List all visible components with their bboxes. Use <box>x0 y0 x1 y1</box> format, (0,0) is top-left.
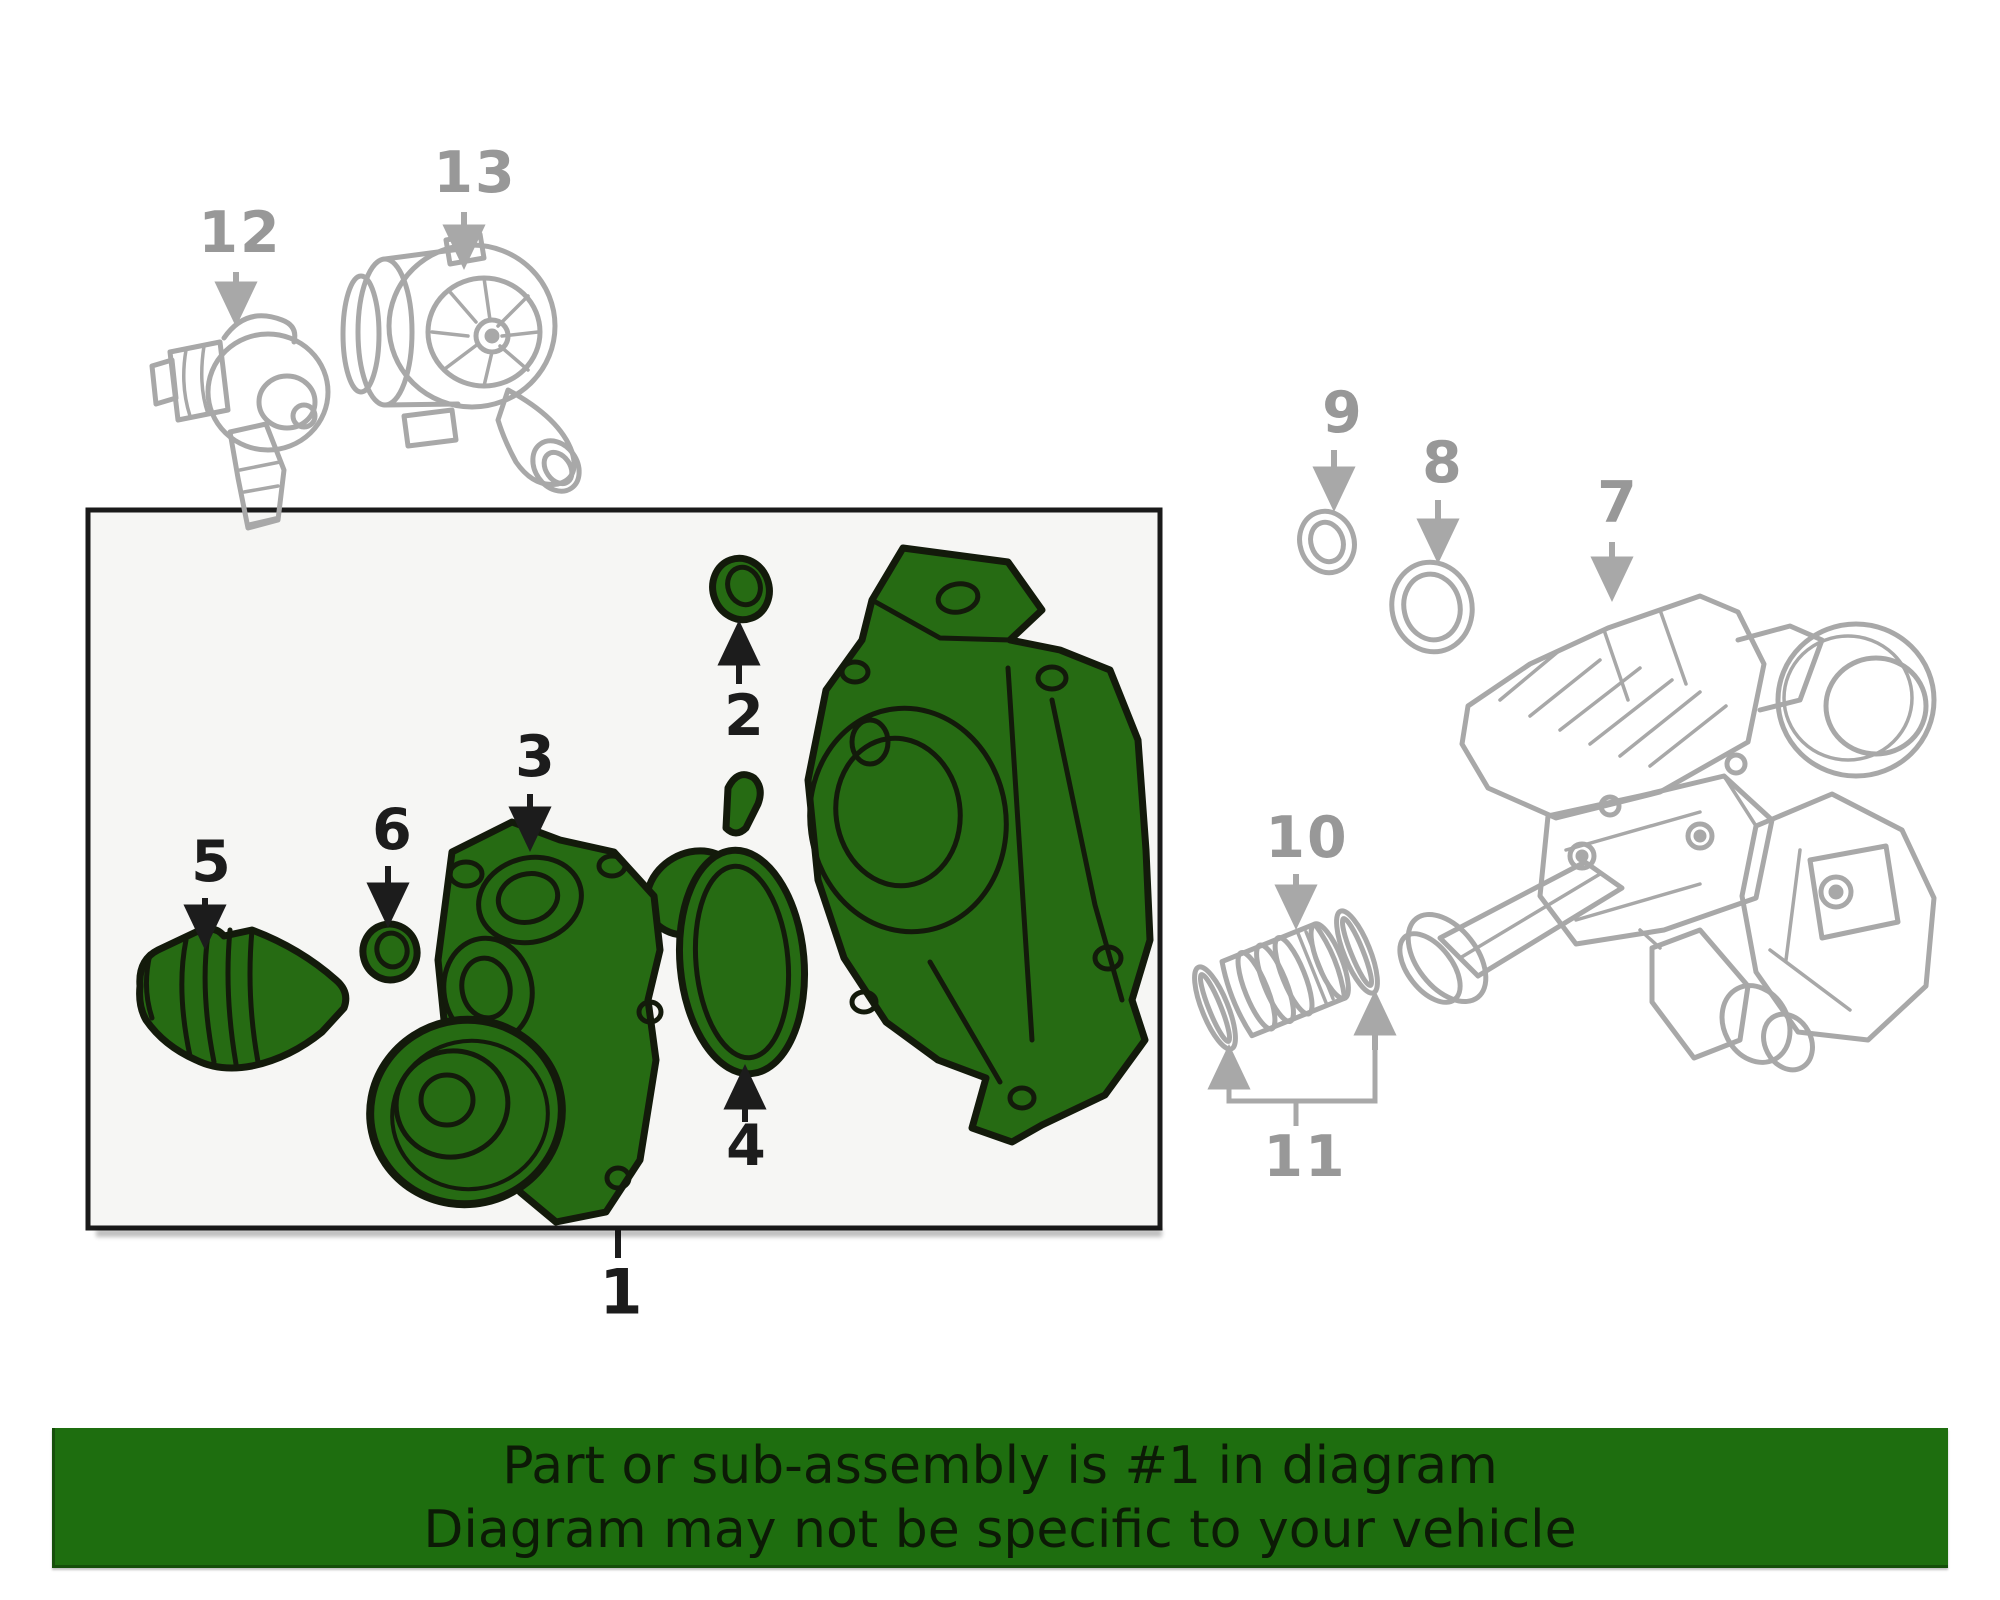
callout-4-label: 4 <box>726 1113 768 1179</box>
part-13-art <box>340 231 582 494</box>
callout-6-label: 6 <box>372 797 414 863</box>
callout-8-label: 8 <box>1422 430 1464 496</box>
part-12-art <box>149 313 331 531</box>
callout-12-label: 12 <box>198 200 282 266</box>
bracket-11 <box>1226 1012 1378 1104</box>
part-7-art <box>1397 593 1937 1073</box>
part-9-art <box>1297 508 1357 576</box>
part-3-art <box>366 818 664 1226</box>
callout-9-label: 9 <box>1322 380 1364 446</box>
gray-callout-arrows <box>214 212 1634 1126</box>
part-8-art <box>1389 559 1475 655</box>
callout-7-label: 7 <box>1597 470 1639 536</box>
black-callout-arrows <box>183 620 767 1258</box>
disclaimer-line-2: Diagram may not be specific to your vehi… <box>423 1500 1577 1560</box>
part-10-art <box>1219 921 1351 1039</box>
callout-3-label: 3 <box>515 724 557 790</box>
callout-13-label: 13 <box>433 140 517 206</box>
callout-10-label: 10 <box>1265 805 1349 871</box>
callout-2-label: 2 <box>724 683 766 749</box>
part-1-housing-art <box>804 544 1154 1146</box>
callout-1-label: 1 <box>599 1255 645 1329</box>
disclaimer-line-1: Part or sub-assembly is #1 in diagram <box>502 1436 1498 1496</box>
callout-11-label: 11 <box>1263 1124 1347 1190</box>
callout-5-label: 5 <box>191 829 233 895</box>
part-2-art <box>709 554 773 624</box>
disclaimer-banner: Part or sub-assembly is #1 in diagram Di… <box>52 1428 1948 1568</box>
box-shadow <box>96 1229 1162 1237</box>
